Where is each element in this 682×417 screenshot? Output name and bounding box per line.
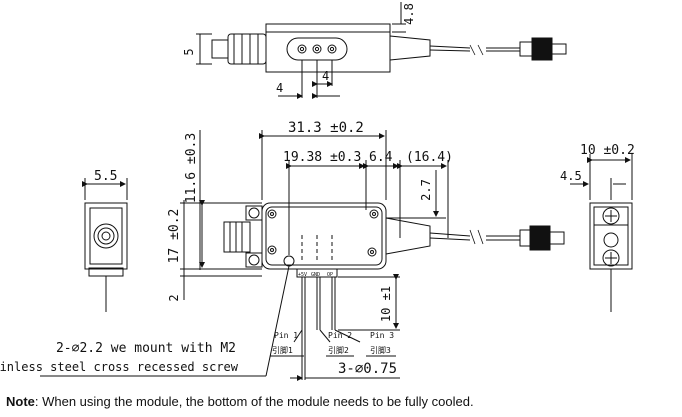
- cooling-note: Note: When using the module, the bottom …: [6, 394, 474, 409]
- dim-left-width: 5.5: [94, 169, 117, 184]
- dim-fiber-offset: 2.7: [419, 179, 433, 201]
- dim-fiber-ref: (16.4): [406, 150, 453, 165]
- dim-top-pitch-a: 4: [276, 81, 283, 95]
- left-side-view: [82, 178, 128, 312]
- dim-top-height: 5: [182, 48, 196, 55]
- top-view: [196, 2, 567, 99]
- pin3-label: Pin 3: [370, 331, 394, 340]
- dim-right-offset: 4.5: [560, 169, 582, 183]
- mount-note-line2: Stainless steel cross recessed screw: [0, 360, 239, 374]
- mount-note-line1: 2-∅2.2 we mount with M2: [56, 341, 236, 356]
- dim-overall-length: 31.3 ±0.2: [288, 120, 364, 136]
- front-view: [40, 130, 565, 381]
- dim-top-depth: 4.8: [402, 3, 416, 25]
- dim-hole-span: 19.38 ±0.3: [283, 150, 361, 165]
- note-text: : When using the module, the bottom of t…: [34, 394, 474, 409]
- pin2-label: Pin 2: [328, 331, 352, 340]
- pin3-cn-label: 引脚3: [370, 345, 391, 355]
- pin-label-op: OP: [327, 272, 333, 278]
- note-label: Note: [6, 394, 35, 409]
- dim-hole-to-end: 6.4: [369, 150, 393, 165]
- pin1-cn-label: 引脚1: [272, 345, 293, 355]
- dim-pin-diameter: 3-∅0.75: [338, 361, 397, 377]
- right-side-view: [570, 154, 633, 312]
- dim-right-width: 10 ±0.2: [580, 143, 635, 158]
- pin1-label: Pin 1: [274, 331, 298, 340]
- dim-base-offset: 2: [167, 294, 181, 301]
- pin-label-gnd: GND: [311, 272, 320, 278]
- pin2-cn-label: 引脚2: [328, 345, 349, 355]
- dim-body-height: 11.6 ±0.3: [184, 133, 199, 203]
- dim-top-pitch-b: 4: [322, 69, 329, 83]
- dim-mount-height: 17 ±0.2: [167, 209, 182, 264]
- pin-label-plus: +5V: [298, 272, 307, 278]
- dim-pin-length: 10 ±1: [379, 286, 393, 322]
